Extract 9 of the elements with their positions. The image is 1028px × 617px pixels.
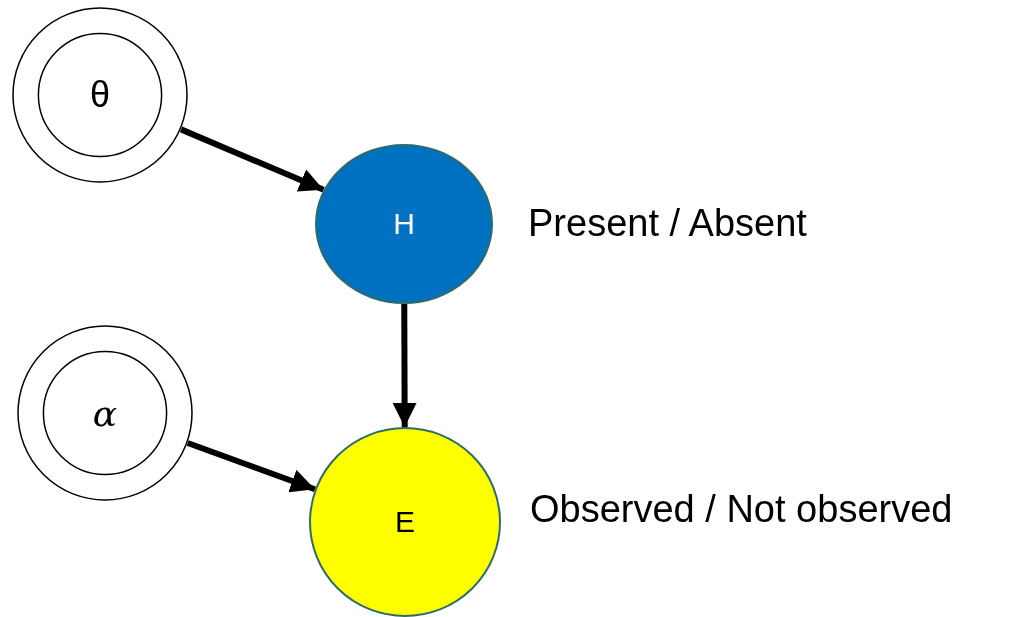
state-label: Present / Absent [528,202,807,245]
arrow [186,440,316,493]
node-label: θ [90,74,110,116]
state-label: Observed / Not observed [530,488,953,531]
node-label: H [393,207,415,241]
node-label: E [395,505,415,539]
arrow [179,126,325,193]
arrow [392,304,417,427]
node-label: α [92,392,118,434]
